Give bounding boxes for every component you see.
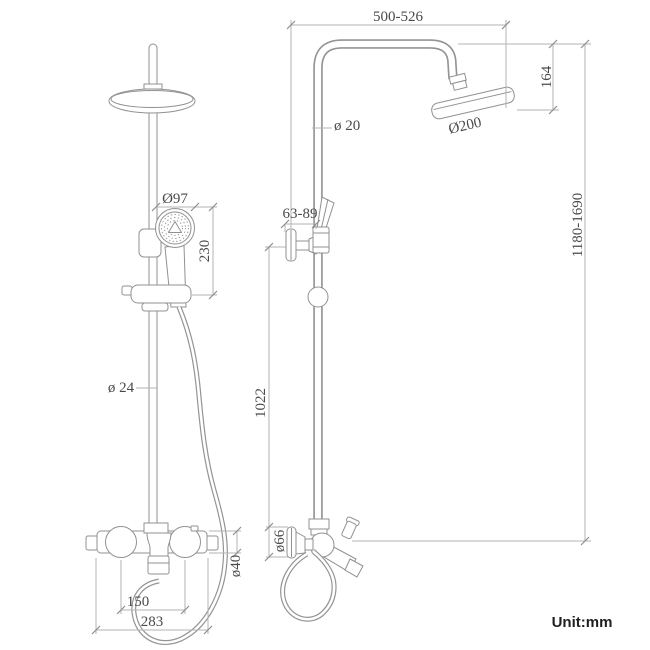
- dimension-lines: [91, 20, 591, 635]
- dim-supply-centers: 150: [127, 594, 150, 610]
- dim-arm-pipe-diameter: ø 20: [334, 118, 360, 134]
- spout-tip: [344, 558, 364, 578]
- wall-union-right: [205, 535, 219, 551]
- dim-riser-pipe-diameter: ø 24: [108, 380, 135, 396]
- hand-shower-head: [155, 208, 195, 248]
- spout-aerator: [147, 555, 170, 575]
- dim-riser-length: 1022: [253, 388, 269, 418]
- slider-block-side: [312, 226, 330, 254]
- top-stub-pipe: [148, 43, 158, 87]
- pipe-base-fitting: [308, 518, 330, 530]
- hand-shower-holder: [138, 228, 162, 258]
- mixer-faucet-side: [286, 516, 364, 578]
- hand-shower-side: [312, 196, 335, 254]
- unit-label: Unit:mm: [552, 614, 613, 631]
- riser-and-arm-pipe: [313, 39, 458, 527]
- dim-handle-diameter: ø66: [272, 529, 288, 552]
- overhead-shower-side: [431, 72, 515, 120]
- left-knob: [105, 526, 137, 558]
- diverter-knob-side: [341, 516, 360, 540]
- shower-hose-front: [131, 306, 228, 646]
- wall-union-left: [85, 535, 99, 551]
- dim-overall-height: 1180-1690: [570, 193, 586, 257]
- shower-hose-side: [280, 549, 337, 622]
- dim-hand-shower-drop: 230: [197, 240, 213, 263]
- dim-head-drop: 164: [539, 65, 555, 88]
- side-knob: [286, 526, 314, 559]
- slider-bracket: [121, 284, 192, 312]
- dim-overall-width: 283: [141, 614, 164, 630]
- slider-ball: [307, 286, 329, 308]
- wall-bracket-side: [285, 228, 317, 262]
- spray-selector: [168, 221, 182, 233]
- mixer-faucet-front: [85, 522, 219, 575]
- diverter: [146, 532, 172, 557]
- dim-valve-body-diameter: ø40: [228, 555, 244, 578]
- riser-connector: [143, 522, 169, 534]
- riser-pipe: [143, 43, 163, 531]
- knob-button: [190, 525, 199, 532]
- overhead-shower-head: [108, 88, 196, 114]
- head-fitting: [143, 83, 163, 90]
- dimension-labels: 500-526 164 1180-1690 ø 20 Ø200 63-89 10…: [108, 9, 613, 631]
- dim-wall-offset: 63-89: [283, 206, 318, 222]
- dim-hand-shower-diameter: Ø97: [162, 191, 188, 207]
- side-view: [280, 39, 515, 622]
- dim-arm-width: 500-526: [373, 9, 423, 25]
- dim-head-diameter: Ø200: [447, 115, 483, 138]
- front-view: [85, 43, 228, 646]
